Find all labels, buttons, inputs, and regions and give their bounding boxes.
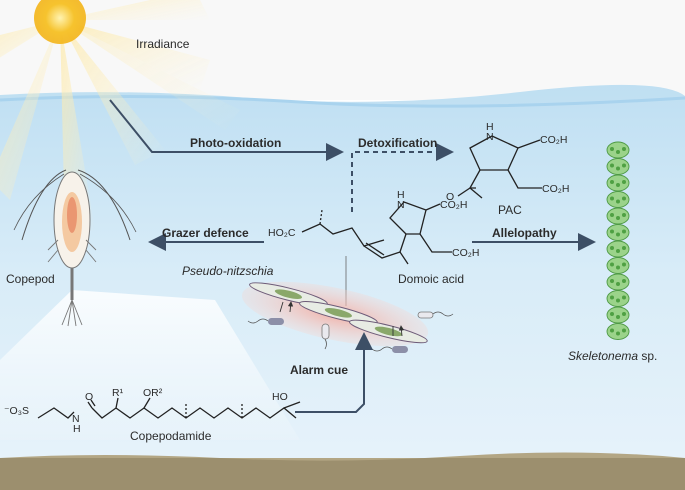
chloroplast-dot — [622, 196, 626, 201]
skeletonema-chain — [606, 141, 630, 340]
chloroplast-dot — [616, 150, 620, 154]
chloroplast-dot — [610, 196, 614, 201]
domoic-acid-structure — [301, 201, 452, 265]
chloroplast-dot — [622, 147, 626, 151]
pac-n-label: N — [486, 131, 494, 143]
chloroplast-dot — [610, 147, 614, 151]
copepodamide-nh-label: H — [73, 423, 81, 435]
chloroplast-dot — [610, 279, 614, 283]
chloroplast-dot — [622, 163, 626, 168]
chloroplast-dot — [610, 163, 614, 168]
bacteria-icons — [247, 302, 454, 353]
pac-oxygen: O — [446, 191, 454, 203]
pac-co2h-top: CO₂H — [540, 134, 567, 146]
domoic-ho2c-label: HO₂C — [268, 227, 296, 239]
chloroplast-dot — [616, 249, 620, 253]
copepodamide-label: Copepodamide — [130, 429, 212, 443]
chloroplast-dot — [610, 312, 614, 316]
chloroplast-dot — [616, 298, 620, 303]
domoic-n-label: N — [397, 199, 405, 211]
sun-rays — [0, 0, 240, 235]
chloroplast-dot — [616, 199, 620, 204]
copepodamide-or2: OR² — [143, 387, 163, 399]
domoic-co2h-top: CO₂H — [440, 199, 467, 211]
chloroplast-dot — [622, 295, 626, 300]
domoic-nh-label: H — [397, 189, 405, 201]
chloroplast-dot — [610, 262, 614, 267]
water-surface — [0, 94, 685, 108]
pac-nh-label: H — [486, 121, 494, 133]
copepodamide-ho: HO — [272, 391, 288, 403]
copepodamide-structure — [37, 397, 301, 419]
domoic-co2h-bottom: CO₂H — [452, 247, 479, 259]
sediment-edge — [0, 452, 685, 461]
chloroplast-dot — [610, 213, 614, 217]
chloroplast-dot — [622, 180, 626, 184]
copepodamide-oxygen: O — [85, 391, 93, 403]
chloroplast-dot — [616, 216, 620, 220]
chloroplast-dot — [610, 328, 614, 333]
copepodamide-r1: R¹ — [112, 387, 124, 399]
alarm-cue-arrow — [295, 332, 373, 413]
chloroplast-dot — [610, 246, 614, 250]
pseudo-nitzschia-label: Pseudo-nitzschia — [182, 264, 274, 278]
photo-oxidation-label: Photo-oxidation — [190, 136, 281, 150]
chloroplast-dot — [610, 180, 614, 184]
grazer-defence-label: Grazer defence — [162, 226, 249, 240]
skeletonema-label: Skeletonema sp. — [568, 349, 657, 363]
chloroplast-dot — [622, 279, 626, 283]
chloroplast-dot — [622, 328, 626, 333]
chloroplast-dot — [622, 262, 626, 267]
chloroplast-dot — [610, 295, 614, 300]
chloroplast-dot — [622, 213, 626, 217]
copepod-label: Copepod — [6, 272, 55, 286]
detoxification-arrow — [351, 143, 454, 212]
copepodamide-n-label: N — [72, 413, 80, 425]
chloroplast-dot — [622, 229, 626, 234]
copepodamide-sulfonate: ⁻O₃S — [4, 405, 29, 417]
photo-oxidation-arrow — [109, 99, 344, 161]
detoxification-label: Detoxification — [358, 136, 437, 150]
pac-structure — [457, 135, 542, 199]
domoic-acid-label: Domoic acid — [398, 272, 464, 286]
chloroplast-dot — [616, 265, 620, 270]
irradiance-label: Irradiance — [136, 37, 190, 51]
chloroplast-dot — [616, 331, 620, 336]
chloroplast-dot — [610, 229, 614, 234]
copepod-icon — [13, 169, 137, 327]
chloroplast-dot — [622, 246, 626, 250]
allelopathy-label: Allelopathy — [492, 226, 557, 240]
copepod-field-of-view — [0, 290, 300, 440]
pac-co2h-bottom: CO₂H — [542, 183, 569, 195]
chloroplast-dot — [616, 183, 620, 187]
chloroplast-dot — [616, 232, 620, 237]
sun-icon — [34, 0, 86, 44]
sediment — [0, 458, 685, 490]
chloroplast-dot — [616, 315, 620, 319]
chloroplast-dot — [616, 282, 620, 286]
alarm-cue-label: Alarm cue — [290, 363, 348, 377]
pac-label: PAC — [498, 203, 522, 217]
chloroplast-dot — [616, 166, 620, 171]
chloroplast-dot — [622, 312, 626, 316]
